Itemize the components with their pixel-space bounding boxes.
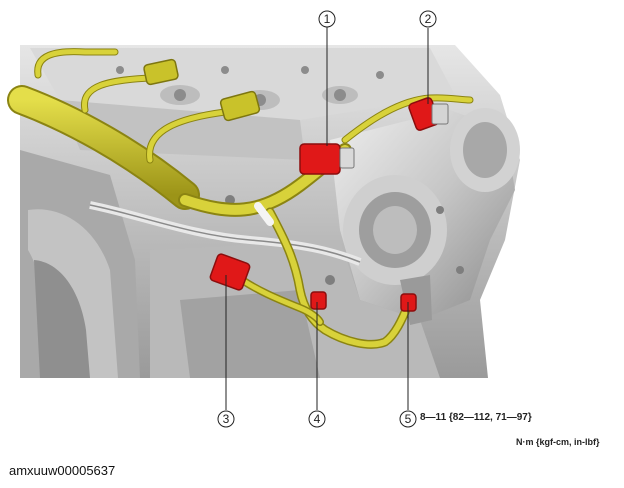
callout-2-number: 2 [425,12,432,26]
figure-code: amxuuw00005637 [9,463,116,478]
leader-lines [225,27,429,410]
callout-4: 4 [308,410,326,428]
connector-3 [209,253,251,291]
callout-2: 2 [419,10,437,28]
callout-4-number: 4 [314,412,321,426]
callout-1-number: 1 [324,12,331,26]
torque-unit: N·m {kgf-cm, in-lbf} [516,437,600,447]
callout-3: 3 [217,410,235,428]
connector-1 [299,143,355,175]
engine-block [20,45,520,378]
connector-2 [408,97,449,131]
torque-spec: 8—11 {82—112, 71—97} [420,412,532,423]
callout-3-number: 3 [223,412,230,426]
callout-1: 1 [318,10,336,28]
callout-5: 5 [399,410,417,428]
connector-4 [310,291,327,310]
callout-5-number: 5 [405,412,412,426]
